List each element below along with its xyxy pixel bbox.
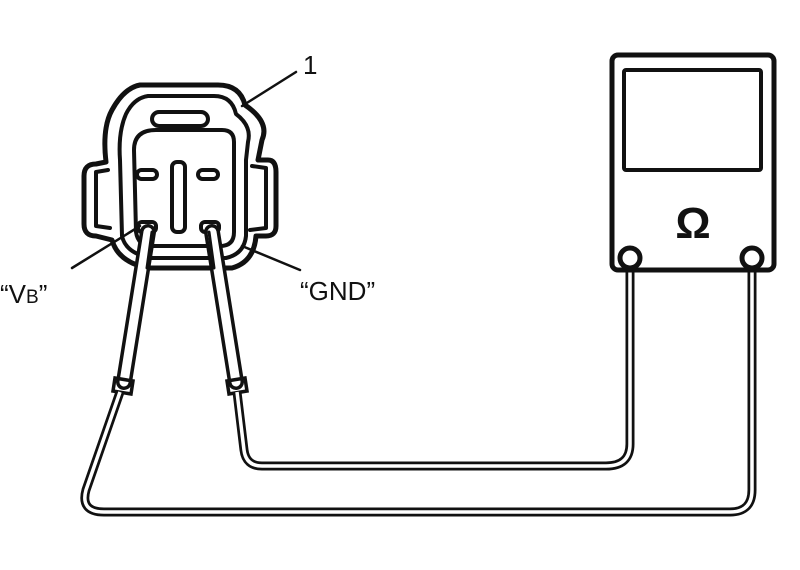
terminal-slot-top-left <box>135 168 159 181</box>
label-vb-main: V <box>9 279 27 309</box>
terminal-slot-center <box>170 160 187 234</box>
leader-gnd <box>240 244 302 272</box>
ohmmeter <box>609 52 777 273</box>
leader-callout-1 <box>240 70 298 108</box>
test-probes <box>111 224 249 397</box>
label-gnd: “GND” <box>300 276 375 306</box>
probe-vb <box>111 224 156 397</box>
connector-housing-middle <box>117 94 251 260</box>
ohmmeter-body <box>609 52 777 273</box>
callout-1: 1 <box>303 50 317 80</box>
probe-gnd-tip <box>207 230 216 270</box>
probe-gnd-collar <box>225 375 249 397</box>
connector-lock-tab <box>150 110 210 128</box>
test-leads <box>80 262 757 517</box>
leader-lines <box>70 70 302 272</box>
connector-latch-right <box>248 164 268 232</box>
probe-vb-collar <box>111 375 135 397</box>
ohmmeter-display <box>622 68 763 172</box>
connector-housing-outer <box>81 82 279 271</box>
meter-jack-left[interactable] <box>617 245 643 271</box>
terminal-slot-top-right <box>196 168 220 181</box>
connector <box>81 82 279 271</box>
connector-latch-left <box>94 168 112 230</box>
label-vb-sub: B <box>26 287 39 308</box>
probe-gnd <box>204 224 249 397</box>
lead-gnd <box>232 262 635 471</box>
probe-vb-tip <box>145 230 154 270</box>
ohm-symbol: Ω <box>675 199 710 248</box>
lead-vb <box>80 262 757 517</box>
label-gnd-text: GND <box>309 276 367 306</box>
label-vb: “VB” <box>0 279 47 309</box>
leader-vb <box>70 224 142 270</box>
meter-jack-right[interactable] <box>739 245 765 271</box>
